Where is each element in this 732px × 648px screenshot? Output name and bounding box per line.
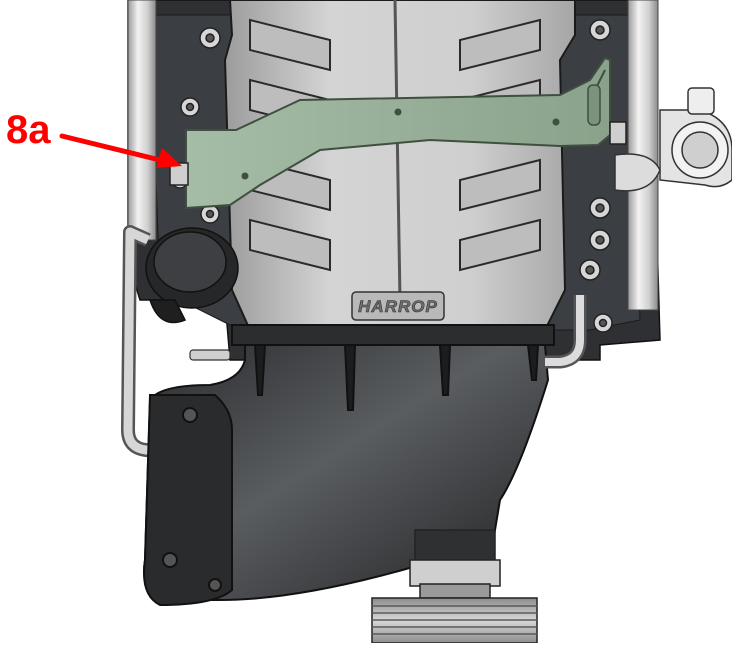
right-coolant-fitting [614,87,732,192]
brand-text: HARROP [358,297,438,316]
mounting-bolts [171,19,613,333]
right-small-tube [545,295,587,369]
manifold-base [231,324,555,346]
side-rods [127,0,659,311]
left-tube [121,225,171,459]
callout-arrow [59,133,182,168]
drive-pulley [371,529,538,644]
brand-plate [351,291,445,321]
mounting-bracket [169,56,627,210]
callout-label-8a: 8a [6,108,51,152]
left-intake-cap [145,227,239,324]
